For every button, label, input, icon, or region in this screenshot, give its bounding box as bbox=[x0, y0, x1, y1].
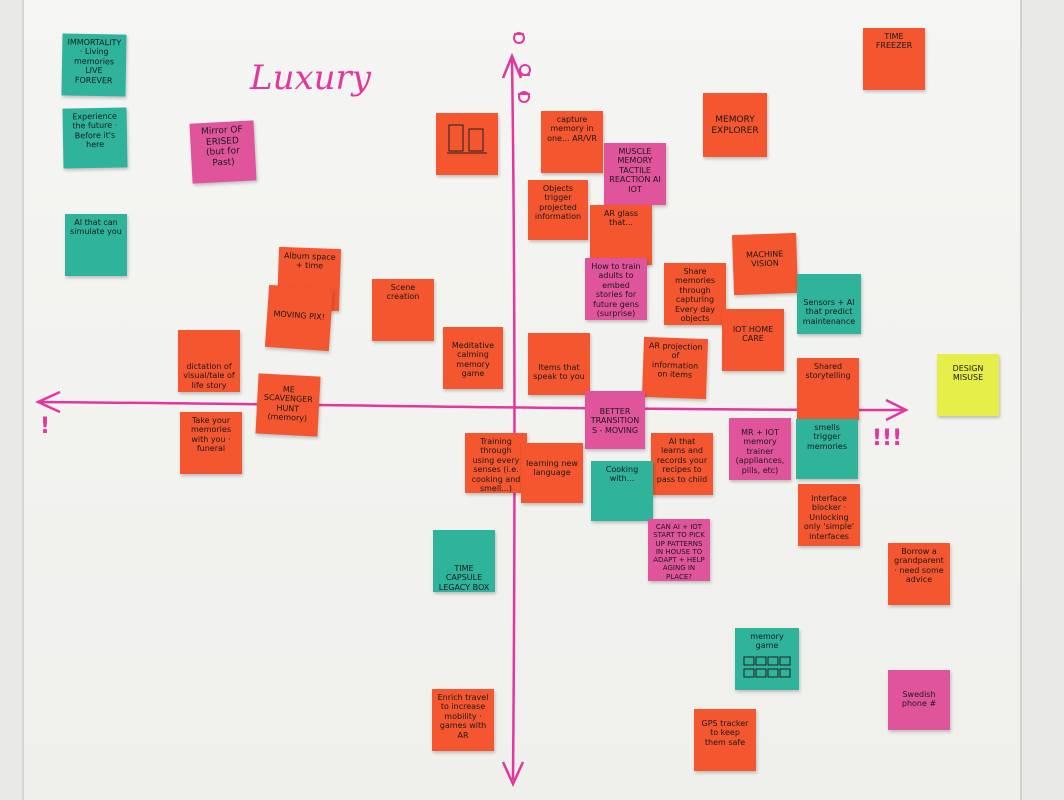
top-doodles bbox=[513, 32, 531, 103]
note-sketch-top-center[interactable] bbox=[436, 113, 498, 175]
note-enrich-travel[interactable]: Enrich travel to increase mobility · gam… bbox=[432, 689, 494, 751]
note-smells-teal[interactable]: smells trigger memories bbox=[796, 419, 858, 479]
note-training-senses[interactable]: Training through using every senses (i.e… bbox=[465, 433, 527, 493]
note-immortality[interactable]: IMMORTALITY · Living memories LIVE FOREV… bbox=[61, 33, 127, 97]
note-scene-creation[interactable]: Scene creation bbox=[372, 279, 434, 341]
note-iot-home-care[interactable]: IOT HOME CARE bbox=[722, 309, 784, 371]
note-cooking-teal[interactable]: Cooking with... bbox=[591, 461, 653, 521]
note-capture-memory[interactable]: capture memory in one... AR/VR bbox=[541, 111, 603, 173]
note-train-adults[interactable]: How to train adults to embed stories for… bbox=[585, 258, 647, 320]
note-swedish-phone[interactable]: Swedish phone # bbox=[888, 670, 950, 730]
note-mirror-erised[interactable]: Mirror OF ERISED (but for Past) bbox=[189, 120, 257, 184]
note-muscle-memory[interactable]: MUSCLE MEMORY TACTILE REACTION AI IOT bbox=[604, 143, 666, 205]
left-end-mark: ! bbox=[40, 414, 51, 439]
vertical-axis-arrow-bottom bbox=[501, 761, 525, 788]
note-memory-explorer[interactable]: MEMORY EXPLORER bbox=[703, 93, 767, 157]
note-learning-language[interactable]: learning new language bbox=[521, 443, 583, 503]
note-ar-projection[interactable]: AR projection of information on items bbox=[641, 336, 709, 400]
note-memory-game-teal[interactable]: memory game bbox=[735, 628, 799, 690]
note-borrow-grandparent[interactable]: Borrow a grandparent · need some advice bbox=[888, 543, 950, 605]
note-ai-recipes[interactable]: AI that learns and records your recipes … bbox=[651, 433, 713, 495]
note-items-speak[interactable]: Items that speak to you bbox=[528, 333, 590, 395]
right-end-mark: !!! bbox=[872, 426, 903, 451]
note-take-memories-funeral[interactable]: Take your memories with you · funeral bbox=[180, 412, 242, 474]
horizontal-axis-line bbox=[39, 400, 906, 412]
note-gps-tracker[interactable]: GPS tracker to keep them safe bbox=[694, 709, 756, 771]
note-ar-glass[interactable]: AR glass that... bbox=[590, 205, 652, 265]
horizontal-axis-arrow-right bbox=[885, 398, 909, 422]
vertical-axis-line bbox=[510, 57, 516, 781]
note-time-freezer[interactable]: TIME FREEZER bbox=[863, 28, 925, 90]
luxury-label: Luxury bbox=[250, 58, 372, 98]
note-meditative-calming[interactable]: Meditative calming memory game bbox=[443, 327, 503, 389]
note-better-transitions[interactable]: BETTER TRANSITIONS - MOVING bbox=[585, 391, 645, 449]
note-interface-blocker[interactable]: Interface blocker · Unlocking only 'simp… bbox=[798, 484, 860, 546]
note-experience-future[interactable]: Experience the future · Before it's here bbox=[62, 107, 128, 169]
note-sensors-ai[interactable]: Sensors + AI that predict maintenance bbox=[797, 274, 861, 334]
note-me-scavenger[interactable]: ME SCAVENGER HUNT (memory) bbox=[255, 373, 321, 437]
sketch-icon bbox=[447, 124, 487, 154]
note-objects-trigger[interactable]: Objects trigger projected information bbox=[528, 180, 588, 240]
note-ai-simulate-you[interactable]: AI that can simulate you bbox=[65, 214, 127, 276]
note-machine-vision[interactable]: MACHINE VISION bbox=[731, 232, 799, 296]
horizontal-axis-arrow-left bbox=[34, 390, 61, 414]
note-dictation-bot[interactable]: dictation of visual/tale of life story bbox=[178, 330, 240, 392]
note-moving-pix[interactable]: MOVING PIX! bbox=[264, 284, 334, 352]
note-design-misuse[interactable]: DESIGN MISUSE bbox=[937, 354, 999, 416]
note-ai-iot-patterns[interactable]: CAN AI + IOT START TO PICK UP PATTERNS I… bbox=[648, 519, 710, 581]
note-mr-iot-trainer[interactable]: MR + IOT memory trainer (appliances, pil… bbox=[729, 418, 791, 480]
note-time-capsule[interactable]: TIME CAPSULE LEGACY BOX bbox=[433, 530, 495, 592]
note-shared-storytelling[interactable]: Shared storytelling bbox=[797, 358, 859, 420]
note-share-memories[interactable]: Share memories through capturing Every d… bbox=[664, 263, 726, 325]
sketch-icon bbox=[743, 656, 791, 678]
vertical-axis-arrow-top bbox=[501, 52, 523, 79]
